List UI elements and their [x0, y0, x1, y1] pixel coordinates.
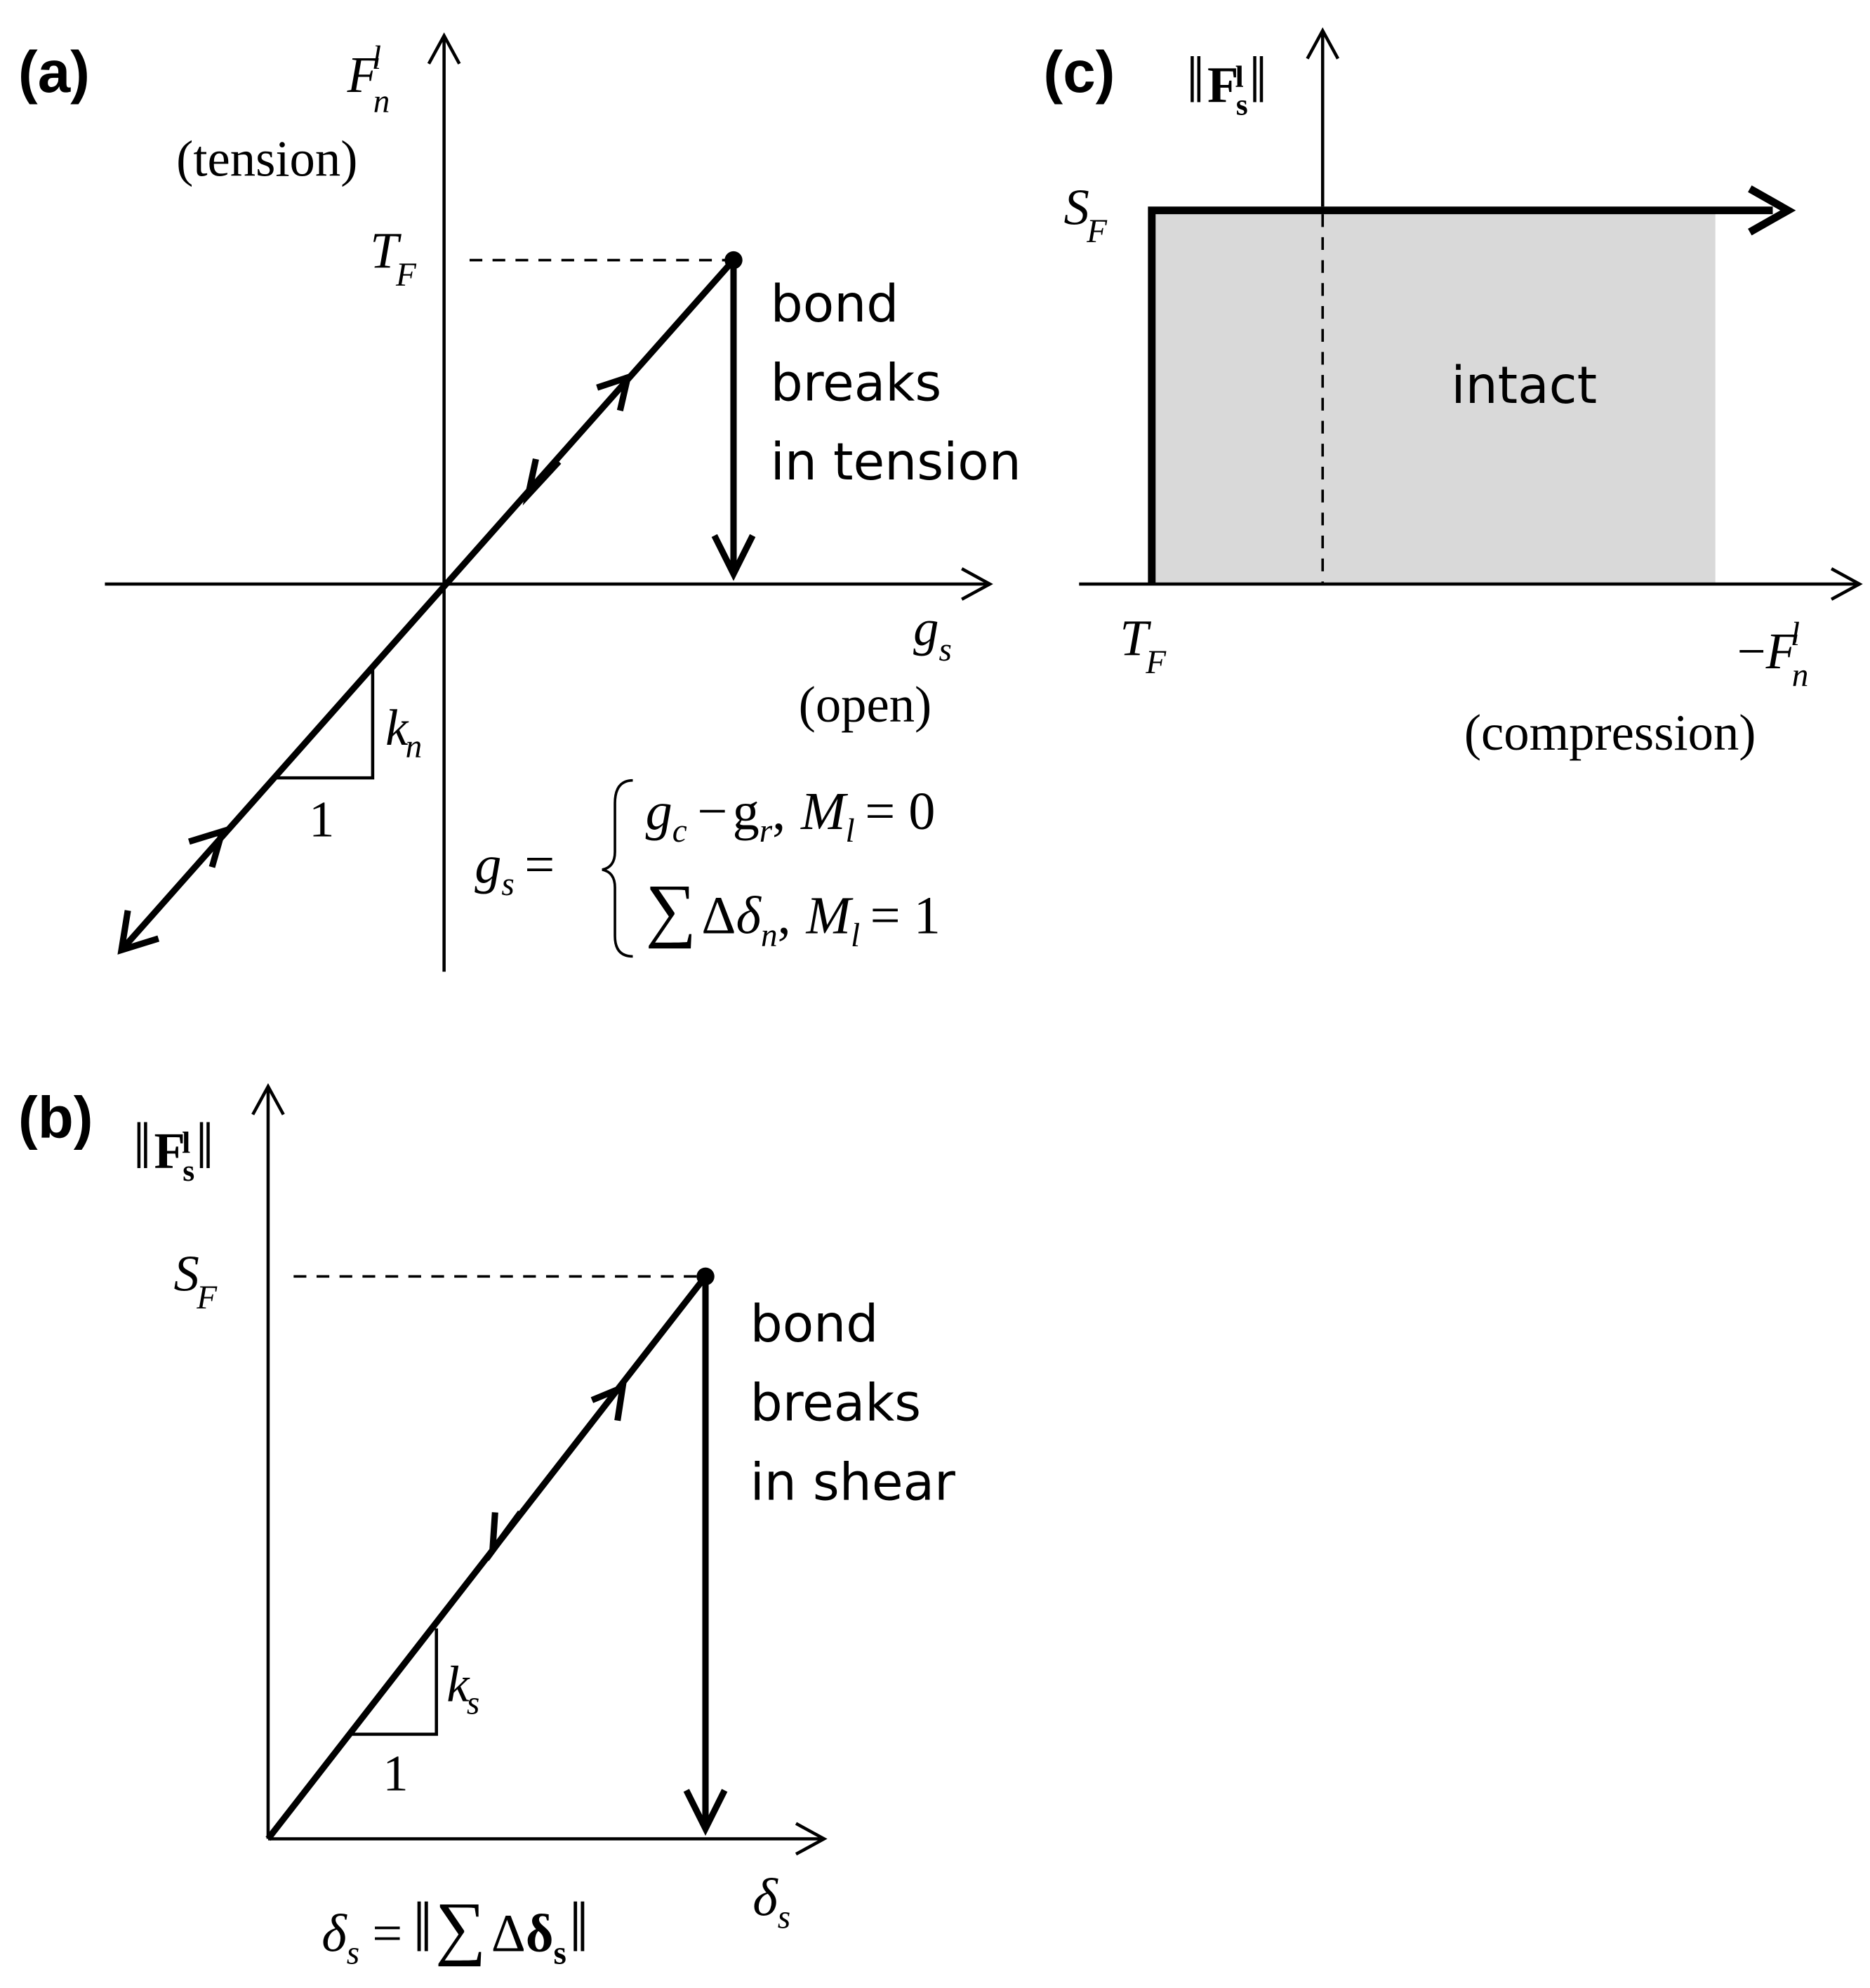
panel-a-slope-label: kn	[385, 699, 422, 765]
panel-b-slope-label: ks	[446, 1655, 479, 1721]
panel-b: (b) ‖Fsl‖ SF bond breaks in shear ks	[18, 1082, 955, 1971]
panel-a-tension-note: (tension)	[176, 131, 357, 187]
panel-b-slope-triangle	[352, 1628, 438, 1736]
panel-b-break-arrowhead	[683, 1789, 728, 1836]
panel-a-unload-arrow-down	[522, 458, 562, 506]
panel-c-y-axis-arrowhead	[1306, 27, 1340, 60]
panel-a-lower-arrow-end	[117, 910, 160, 955]
panel-c-intact-label: intact	[1451, 357, 1597, 416]
panel-a-break-arrowhead	[711, 534, 756, 581]
panel-b-x-axis-arrowhead	[795, 1822, 828, 1856]
panel-a-peak-label: TF	[370, 222, 417, 293]
panel-c-failure-envelope	[1148, 206, 1773, 584]
panel-b-y-axis-label: ‖Fsl‖	[133, 1110, 214, 1188]
panel-a-slope-run-label: 1	[309, 791, 334, 848]
panel-c-x-axis-arrowhead	[1830, 567, 1863, 601]
panel-a-equation-case1: gc−gr,Ml= 0	[646, 781, 936, 849]
panel-c: (c) intact ‖Fsl‖ SF TF −Fnl (compression…	[1043, 27, 1863, 761]
panel-c-compression-note: (compression)	[1464, 704, 1756, 761]
panel-c-intact-region	[1151, 210, 1716, 584]
panel-a-x-axis-arrowhead	[961, 567, 993, 601]
panel-b-slope-run-label: 1	[383, 1744, 408, 1801]
panel-b-unload-arrow-down	[489, 1510, 524, 1562]
panel-a-equation-brace	[602, 778, 633, 958]
panel-b-peak-label: SF	[174, 1245, 218, 1316]
panel-b-break-text: bond breaks in shear	[750, 1295, 955, 1512]
panel-a-slope-triangle	[273, 665, 375, 780]
panel-c-level-label: SF	[1063, 179, 1108, 250]
panel-a-equation: gs= gc−gr,Ml= 0 ∑Δδn,Ml= 1	[475, 778, 941, 958]
panel-a-break-text: bond breaks in tension	[771, 275, 1021, 492]
panel-a-label: (a)	[18, 39, 90, 105]
panel-c-label: (c)	[1043, 39, 1115, 105]
panel-a-y-axis-arrowhead	[427, 32, 461, 65]
panel-a-load-arrow-up	[596, 372, 632, 411]
panel-a-open-note: (open)	[799, 676, 932, 733]
panel-a: (a) Fnl (tension) TF bond breaks in tens…	[18, 32, 1021, 972]
panel-c-envelope-arrowhead	[1748, 185, 1796, 236]
panel-b-loading-line	[265, 1274, 708, 1841]
panel-a-peak-point	[724, 251, 743, 270]
panel-a-lower-arrow-up	[187, 826, 227, 868]
panel-c-x-axis-label: −Fnl	[1737, 616, 1809, 694]
panel-b-y-axis-arrowhead	[251, 1082, 285, 1115]
panel-b-equation: δs=‖∑Δδs‖	[321, 1888, 589, 1971]
panel-a-x-axis-label: gs	[913, 599, 952, 668]
panel-a-loading-line	[119, 258, 736, 953]
panel-b-label: (b)	[18, 1084, 93, 1150]
panel-c-y-axis-label: ‖Fsl‖	[1186, 44, 1268, 121]
panel-a-equation-lhs: gs=	[475, 835, 555, 903]
panel-a-equation-case2: ∑Δδn,Ml= 1	[646, 870, 941, 954]
panel-c-origin-label: TF	[1120, 610, 1167, 681]
panel-b-x-axis-label: δs	[752, 1867, 790, 1935]
panel-a-y-axis-label: Fnl	[347, 40, 390, 120]
panel-b-load-arrow-up	[590, 1382, 627, 1422]
